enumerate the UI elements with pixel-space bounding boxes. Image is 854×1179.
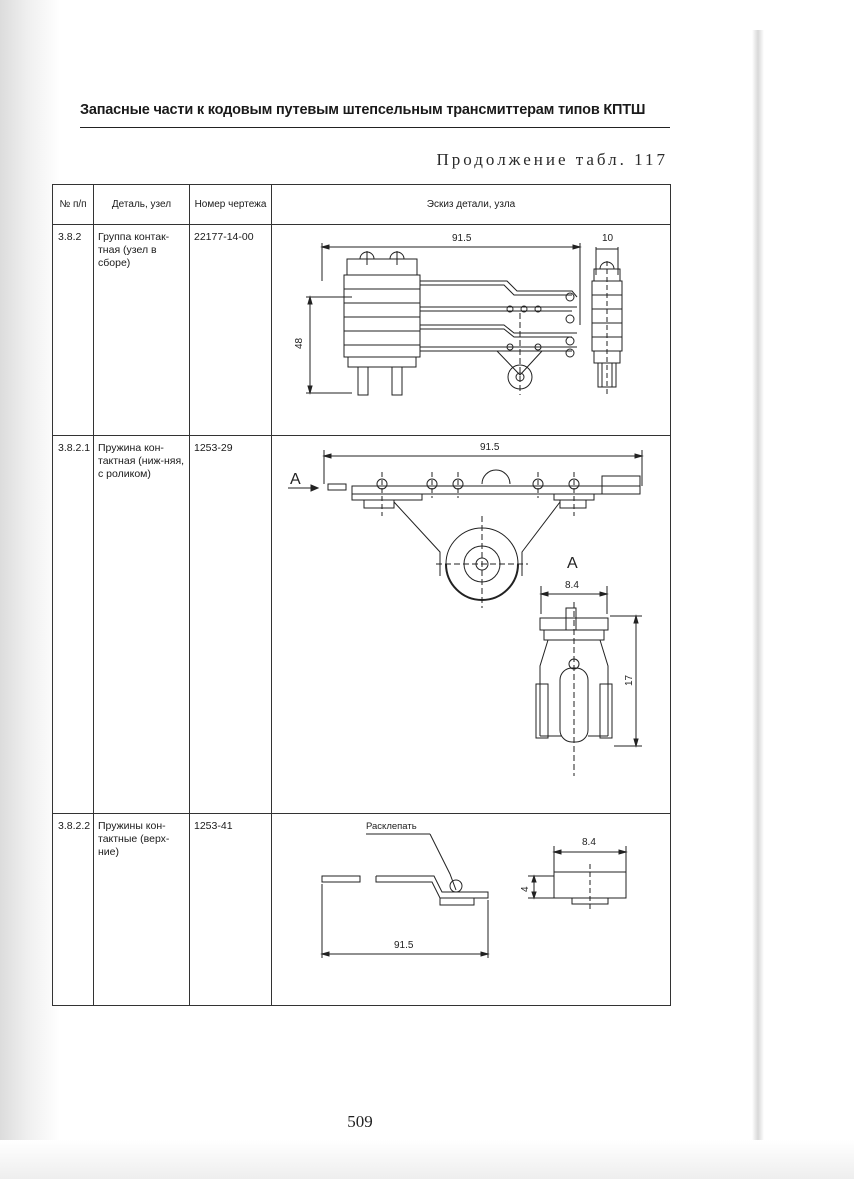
dim-length: 91.5 — [452, 233, 472, 244]
sketch-upper-springs: Расклепать 8.4 4 91.5 — [271, 813, 671, 1006]
row-drawing-number: 22177-14-00 — [189, 224, 272, 436]
section-label-a: A — [567, 555, 578, 572]
view-mark-a: A — [290, 471, 301, 488]
row-drawing-number: 1253-29 — [189, 435, 272, 814]
row-number: 3.8.2.2 — [52, 813, 94, 1006]
parts-table: № п/п Деталь, узел Номер чертежа Эскиз д… — [52, 184, 671, 1006]
col-header-part: Деталь, узел — [93, 184, 190, 225]
scan-binding-right — [752, 30, 764, 1160]
dim-height: 48 — [294, 337, 305, 349]
sketch-contact-group: 91.5 10 48 — [271, 224, 671, 436]
rivet-note: Расклепать — [366, 821, 417, 832]
row-drawing-number: 1253-41 — [189, 813, 272, 1006]
dim-length: 91.5 — [480, 442, 500, 453]
table-row: 3.8.2.2 Пружины кон-тактные (верх-ние) 1… — [52, 813, 671, 1006]
row-part-name: Пружина кон-тактная (ниж-няя, с роликом) — [93, 435, 190, 814]
dim-length: 91.5 — [394, 940, 414, 951]
dim-height: 4 — [520, 886, 531, 892]
dim-width: 8.4 — [582, 837, 596, 848]
dim-width: 10 — [602, 233, 614, 244]
table-continuation: Продолжение табл. 117 — [436, 150, 668, 169]
contact-group-drawing: 91.5 10 48 — [294, 233, 623, 396]
table-header-row: № п/п Деталь, узел Номер чертежа Эскиз д… — [52, 184, 671, 225]
scan-shadow-bottom — [0, 1140, 854, 1179]
sketch-lower-spring: 91.5 A A 8.4 17 — [271, 435, 671, 814]
lower-spring-drawing: 91.5 A A 8.4 17 — [288, 442, 644, 776]
dim-width: 8.4 — [565, 580, 579, 591]
col-header-sketch: Эскиз детали, узла — [271, 184, 671, 225]
table-row: 3.8.2 Группа контак-тная (узел в сборе) … — [52, 224, 671, 436]
col-header-drawing: Номер чертежа — [189, 184, 272, 225]
row-number: 3.8.2 — [52, 224, 94, 436]
table-row: 3.8.2.1 Пружина кон-тактная (ниж-няя, с … — [52, 435, 671, 814]
page-number: 509 — [347, 1112, 373, 1131]
scan-shadow-left — [0, 0, 60, 1179]
dim-height: 17 — [624, 674, 635, 686]
row-part-name: Группа контак-тная (узел в сборе) — [93, 224, 190, 436]
row-part-name: Пружины кон-тактные (верх-ние) — [93, 813, 190, 1006]
upper-springs-drawing: Расклепать 8.4 4 91.5 — [320, 821, 628, 958]
col-header-num: № п/п — [52, 184, 94, 225]
row-number: 3.8.2.1 — [52, 435, 94, 814]
running-title: Запасные части к кодовым путевым штепсел… — [80, 102, 646, 118]
header-rule — [80, 127, 670, 128]
